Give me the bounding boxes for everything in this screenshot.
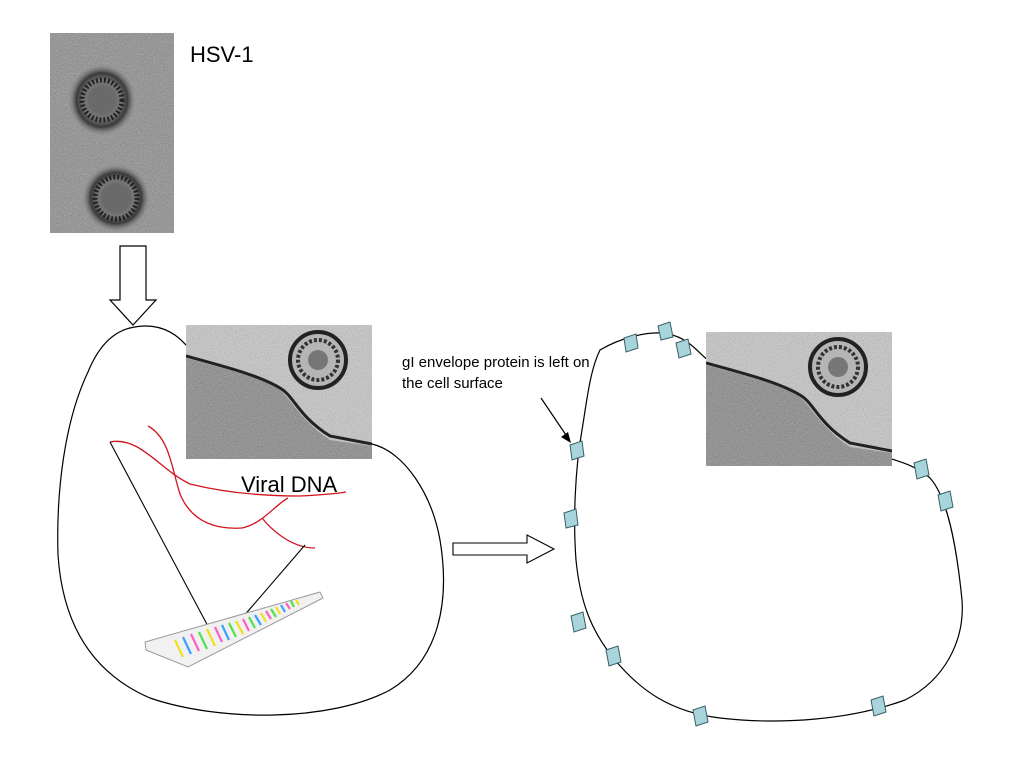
hsv1-label: HSV-1 — [190, 42, 254, 67]
zoom-lines — [109, 441, 306, 633]
gi-pointer-arrow — [540, 397, 571, 443]
right-arrow-icon — [452, 534, 556, 564]
gi-surface-proteins — [563, 321, 954, 727]
gi-surface-protein — [570, 611, 587, 633]
dna-sequence-gel — [144, 591, 324, 668]
budding-micrograph-right — [706, 332, 892, 466]
gi-surface-protein — [937, 490, 954, 512]
gi-surface-protein — [692, 705, 709, 727]
gi-surface-protein — [605, 645, 622, 667]
hsv1-micrograph — [50, 33, 174, 233]
gi-envelope-note: gI envelope protein is left on the cell … — [402, 354, 590, 392]
gi-surface-protein — [913, 458, 930, 480]
budding-micrograph-left — [186, 325, 372, 459]
gi-surface-protein — [563, 508, 579, 529]
gi-surface-protein — [870, 695, 887, 717]
viral-dna-label: Viral DNA — [241, 472, 338, 497]
down-arrow-icon — [108, 245, 158, 326]
gi-surface-protein — [569, 440, 585, 461]
viral-dna-strands — [109, 425, 347, 549]
gi-surface-protein — [657, 321, 674, 341]
gi-surface-protein — [675, 338, 692, 359]
gi-surface-protein — [623, 333, 639, 353]
